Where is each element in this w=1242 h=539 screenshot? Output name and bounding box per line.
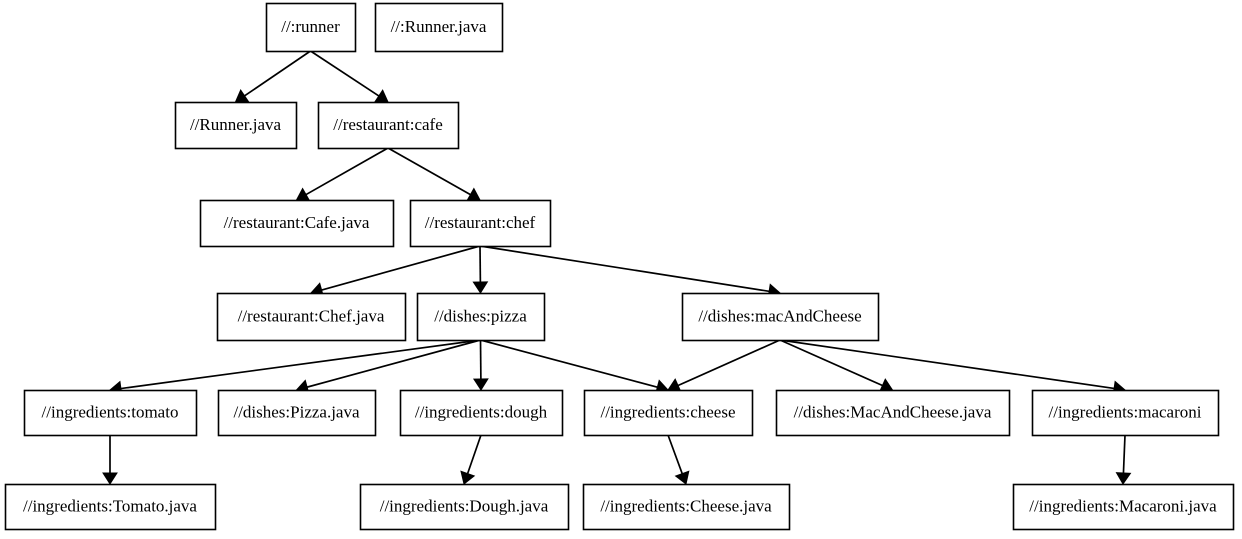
graph-node-macaroni_java[interactable]: //ingredients:Macaroni.java	[1012, 483, 1235, 531]
arrowhead-icon	[374, 89, 389, 103]
node-box-restaurant_cafe[interactable]	[317, 101, 460, 150]
edge-dishes_pizza-to-ing_dough	[472, 339, 489, 391]
arrowhead-icon	[460, 470, 476, 485]
node-label-chef_java: //restaurant:Chef.java	[238, 306, 385, 325]
node-box-restaurant_chef[interactable]	[409, 199, 552, 248]
node-label-cheese_java: //ingredients:Cheese.java	[600, 496, 772, 515]
node-label-dishes_pizza: //dishes:pizza	[434, 306, 527, 325]
edge-restaurant_chef-to-chef_java	[310, 245, 481, 298]
graph-node-runner_java_root[interactable]: //:Runner.java	[374, 2, 504, 53]
edge-dishes_pizza-to-pizza_java	[295, 339, 481, 395]
graph-node-dishes_mac[interactable]: //dishes:macAndCheese	[681, 292, 880, 342]
edge-runner-to-runner_java	[234, 50, 311, 103]
node-label-restaurant_chef: //restaurant:chef	[425, 213, 536, 232]
graph-node-runner[interactable]: //:runner	[265, 2, 357, 53]
graph-node-ing_cheese[interactable]: //ingredients:cheese	[583, 389, 754, 437]
node-box-runner_java_root[interactable]	[374, 2, 504, 53]
node-label-runner_java: //Runner.java	[190, 115, 282, 134]
node-box-ing_dough[interactable]	[399, 389, 564, 437]
edge-dishes_pizza-to-ing_tomato	[109, 339, 481, 397]
graph-node-dishes_pizza[interactable]: //dishes:pizza	[416, 292, 546, 342]
graph-node-chef_java[interactable]: //restaurant:Chef.java	[216, 292, 407, 342]
graph-node-ing_dough[interactable]: //ingredients:dough	[399, 389, 564, 437]
node-box-macaroni_java[interactable]	[1012, 483, 1235, 531]
node-label-mac_java: //dishes:MacAndCheese.java	[794, 402, 992, 421]
node-label-runner: //:runner	[281, 17, 340, 36]
edge-restaurant_chef-to-dishes_mac	[479, 245, 781, 300]
edge-dishes_pizza-to-ing_cheese	[480, 339, 669, 395]
edge-ing_tomato-to-tomato_java	[102, 435, 118, 485]
node-box-tomato_java[interactable]	[4, 483, 217, 531]
node-label-cafe_java: //restaurant:Cafe.java	[224, 213, 370, 232]
arrowhead-icon	[1115, 472, 1132, 485]
node-box-dishes_mac[interactable]	[681, 292, 880, 342]
node-box-dishes_pizza[interactable]	[416, 292, 546, 342]
edge-ing_macaroni-to-macaroni_java	[1115, 434, 1132, 485]
edge-dishes_mac-to-ing_macaroni	[779, 339, 1126, 397]
arrowhead-icon	[234, 88, 250, 103]
graph-node-cafe_java[interactable]: //restaurant:Cafe.java	[199, 199, 395, 248]
node-label-dough_java: //ingredients:Dough.java	[380, 496, 549, 515]
node-label-dishes_mac: //dishes:macAndCheese	[698, 306, 861, 325]
node-box-runner_java[interactable]	[174, 101, 298, 150]
node-label-tomato_java: //ingredients:Tomato.java	[23, 496, 197, 515]
graph-node-pizza_java[interactable]: //dishes:Pizza.java	[217, 389, 377, 437]
arrowhead-icon	[674, 470, 690, 485]
edge-ing_cheese-to-cheese_java	[667, 434, 690, 485]
node-box-chef_java[interactable]	[216, 292, 407, 342]
node-box-cafe_java[interactable]	[199, 199, 395, 248]
node-box-ing_tomato[interactable]	[23, 389, 198, 437]
edge-ing_dough-to-dough_java	[460, 434, 482, 485]
node-box-runner[interactable]	[265, 2, 357, 53]
edge-runner-to-restaurant_cafe	[310, 50, 389, 103]
edge-restaurant_cafe-to-restaurant_chef	[387, 147, 481, 202]
node-label-pizza_java: //dishes:Pizza.java	[233, 402, 360, 421]
graph-node-ing_macaroni[interactable]: //ingredients:macaroni	[1031, 389, 1220, 437]
graph-node-mac_java[interactable]: //dishes:MacAndCheese.java	[775, 389, 1011, 437]
graph-node-runner_java[interactable]: //Runner.java	[174, 101, 298, 150]
node-label-ing_cheese: //ingredients:cheese	[600, 402, 735, 421]
arrowhead-icon	[472, 378, 489, 391]
node-layer: //:runner //:Runner.java //Runner.java //re…	[4, 2, 1235, 531]
graph-node-tomato_java[interactable]: //ingredients:Tomato.java	[4, 483, 217, 531]
graph-node-ing_tomato[interactable]: //ingredients:tomato	[23, 389, 198, 437]
arrowhead-icon	[102, 472, 118, 485]
node-box-dough_java[interactable]	[359, 483, 570, 531]
node-label-runner_java_root: //:Runner.java	[391, 17, 487, 36]
node-box-ing_cheese[interactable]	[583, 389, 754, 437]
edge-restaurant_cafe-to-cafe_java	[295, 147, 389, 202]
node-label-macaroni_java: //ingredients:Macaroni.java	[1029, 496, 1217, 515]
node-box-ing_macaroni[interactable]	[1031, 389, 1220, 437]
node-label-ing_dough: //ingredients:dough	[415, 402, 548, 421]
edge-dishes_mac-to-ing_cheese	[667, 339, 781, 393]
node-box-mac_java[interactable]	[775, 389, 1011, 437]
node-label-ing_tomato: //ingredients:tomato	[42, 402, 179, 421]
arrowhead-icon	[472, 281, 489, 294]
node-box-cheese_java[interactable]	[582, 483, 791, 531]
node-box-pizza_java[interactable]	[217, 389, 377, 437]
node-label-ing_macaroni: //ingredients:macaroni	[1049, 402, 1202, 421]
graph-node-dough_java[interactable]: //ingredients:Dough.java	[359, 483, 570, 531]
node-label-restaurant_cafe: //restaurant:cafe	[333, 115, 443, 134]
graph-node-cheese_java[interactable]: //ingredients:Cheese.java	[582, 483, 791, 531]
edge-restaurant_chef-to-dishes_pizza	[472, 245, 489, 294]
graph-node-restaurant_chef[interactable]: //restaurant:chef	[409, 199, 552, 248]
graph-node-restaurant_cafe[interactable]: //restaurant:cafe	[317, 101, 460, 150]
